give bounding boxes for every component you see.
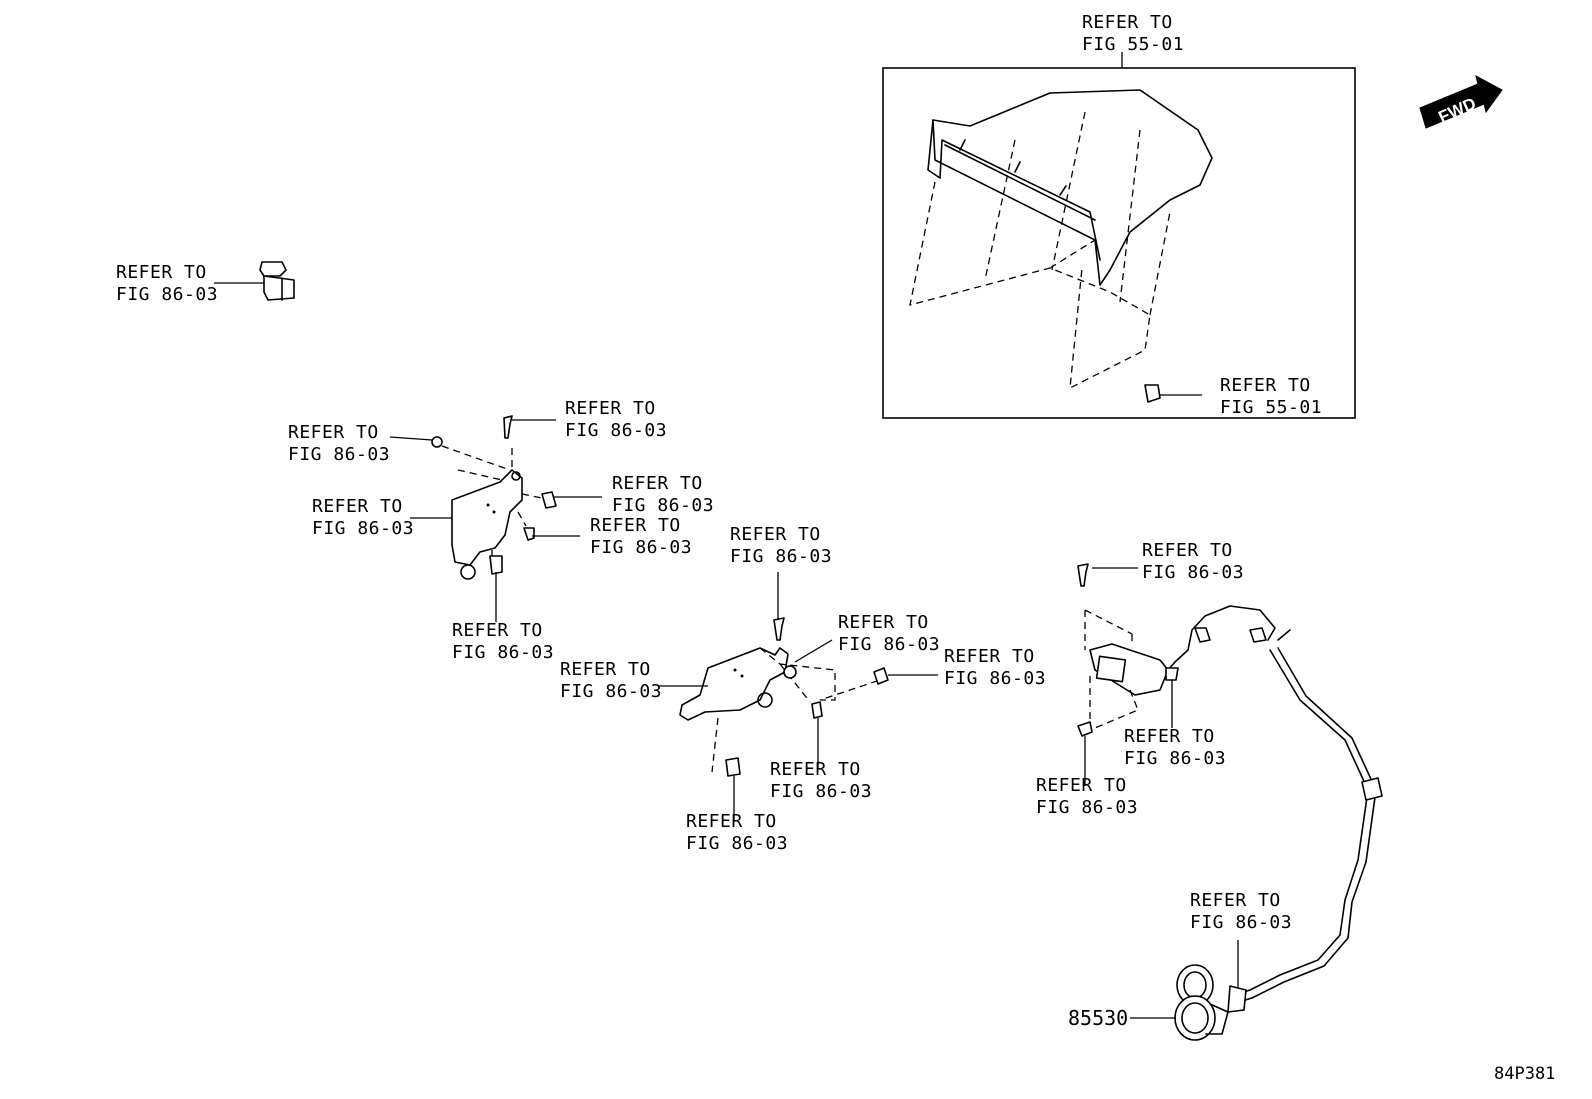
svg-text:REFER TO: REFER TO xyxy=(1142,540,1233,561)
svg-text:REFER TO: REFER TO xyxy=(1220,375,1311,396)
callout-label: REFER TO FIG 55-01 xyxy=(1220,375,1322,418)
bolt-icon xyxy=(431,415,557,575)
svg-text:FIG 55-01: FIG 55-01 xyxy=(1082,34,1184,55)
svg-text:REFER TO: REFER TO xyxy=(288,422,379,443)
svg-text:FIG 86-03: FIG 86-03 xyxy=(312,518,414,539)
callout-label: REFER TO FIG 86-03 xyxy=(838,612,940,655)
svg-text:FIG 86-03: FIG 86-03 xyxy=(730,546,832,567)
svg-text:FIG 86-03: FIG 86-03 xyxy=(770,781,872,802)
svg-text:REFER TO: REFER TO xyxy=(1036,775,1127,796)
svg-text:REFER TO: REFER TO xyxy=(565,398,656,419)
svg-text:FIG 86-03: FIG 86-03 xyxy=(288,444,390,465)
socket-85530-icon xyxy=(1174,964,1229,1041)
svg-text:REFER TO: REFER TO xyxy=(838,612,929,633)
svg-text:FIG 86-03: FIG 86-03 xyxy=(560,681,662,702)
svg-text:FIG 86-03: FIG 86-03 xyxy=(1190,912,1292,933)
svg-text:REFER TO: REFER TO xyxy=(944,646,1035,667)
svg-text:REFER TO: REFER TO xyxy=(686,811,777,832)
screw-icon xyxy=(1077,563,1093,737)
diagram-id: 84P381 xyxy=(1494,1064,1555,1084)
callout-label: REFER TO FIG 86-03 xyxy=(612,473,714,516)
callout-label: REFER TO FIG 86-03 xyxy=(565,398,667,441)
svg-text:FIG 86-03: FIG 86-03 xyxy=(686,833,788,854)
svg-text:REFER TO: REFER TO xyxy=(770,759,861,780)
svg-text:FIG 86-03: FIG 86-03 xyxy=(1036,797,1138,818)
callout-label: REFER TO FIG 86-03 xyxy=(1190,890,1292,933)
svg-text:REFER TO: REFER TO xyxy=(1190,890,1281,911)
clip-part-icon xyxy=(259,261,295,301)
svg-text:FIG 86-03: FIG 86-03 xyxy=(1124,748,1226,769)
callout-label: REFER TO FIG 86-03 xyxy=(452,620,554,663)
svg-text:FIG 86-03: FIG 86-03 xyxy=(838,634,940,655)
socket-harness-icon xyxy=(1084,605,1383,1013)
svg-text:FIG 86-03: FIG 86-03 xyxy=(565,420,667,441)
callout-label: REFER TO FIG 86-03 xyxy=(1036,775,1138,818)
svg-text:REFER TO: REFER TO xyxy=(1082,12,1173,33)
svg-text:REFER TO: REFER TO xyxy=(590,515,681,536)
svg-text:FIG 86-03: FIG 86-03 xyxy=(612,495,714,516)
screw-icon xyxy=(725,617,889,777)
callout-label: REFER TO FIG 86-03 xyxy=(770,759,872,802)
svg-text:REFER TO: REFER TO xyxy=(612,473,703,494)
svg-text:FIG 86-03: FIG 86-03 xyxy=(116,284,218,305)
svg-text:REFER TO: REFER TO xyxy=(1124,726,1215,747)
callout-label: REFER TO FIG 86-03 xyxy=(288,422,390,465)
callout-label: REFER TO FIG 86-03 xyxy=(590,515,692,558)
callout-label: REFER TO FIG 86-03 xyxy=(944,646,1046,689)
console-box-icon xyxy=(909,89,1213,403)
fwd-arrow-icon: FWD xyxy=(1419,75,1503,129)
left-bracket-icon xyxy=(441,445,543,580)
callout-label: REFER TO FIG 86-03 xyxy=(1124,726,1226,769)
svg-text:REFER TO: REFER TO xyxy=(116,262,207,283)
middle-bracket-icon xyxy=(679,647,881,773)
svg-text:FIG 86-03: FIG 86-03 xyxy=(590,537,692,558)
callout-label: REFER TO FIG 86-03 xyxy=(312,496,414,539)
svg-text:FIG 86-03: FIG 86-03 xyxy=(944,668,1046,689)
svg-text:FIG 86-03: FIG 86-03 xyxy=(1142,562,1244,583)
callout-label: REFER TO FIG 55-01 xyxy=(1082,12,1184,55)
callout-label: REFER TO FIG 86-03 xyxy=(560,659,662,702)
callout-label: REFER TO FIG 86-03 xyxy=(1142,540,1244,583)
svg-text:REFER TO: REFER TO xyxy=(730,524,821,545)
svg-text:FIG 55-01: FIG 55-01 xyxy=(1220,397,1322,418)
callout-label: REFER TO FIG 86-03 xyxy=(116,262,218,305)
console-box-frame xyxy=(882,67,1356,419)
svg-text:FIG 86-03: FIG 86-03 xyxy=(452,642,554,663)
svg-text:REFER TO: REFER TO xyxy=(560,659,651,680)
callout-label: REFER TO FIG 86-03 xyxy=(730,524,832,567)
callout-label: REFER TO FIG 86-03 xyxy=(686,811,788,854)
svg-text:REFER TO: REFER TO xyxy=(312,496,403,517)
svg-text:REFER TO: REFER TO xyxy=(452,620,543,641)
part-number-label: 85530 xyxy=(1068,1006,1128,1030)
